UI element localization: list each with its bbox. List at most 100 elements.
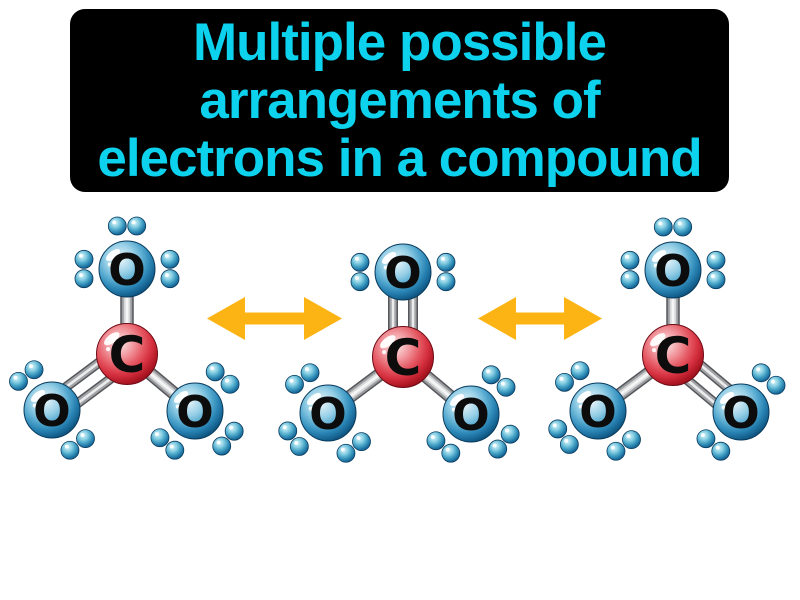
carbon-atom: C bbox=[372, 326, 434, 388]
electron-dot bbox=[711, 441, 731, 461]
sphere-highlight bbox=[381, 251, 397, 265]
oxygen-atom: O bbox=[442, 385, 500, 443]
atom-label: C bbox=[109, 326, 146, 384]
atom-label: O bbox=[654, 246, 691, 297]
sphere-highlight bbox=[306, 392, 322, 406]
electron-dot bbox=[289, 437, 309, 456]
oxygen-atom: O bbox=[166, 382, 224, 440]
electron-dot bbox=[60, 440, 80, 460]
electron-dot bbox=[350, 252, 370, 272]
electron-pair bbox=[336, 432, 371, 463]
electron-dot bbox=[300, 363, 320, 383]
electron-pair bbox=[481, 365, 516, 397]
electron-dot bbox=[220, 374, 240, 394]
electron-dot bbox=[496, 377, 516, 397]
electron-dot bbox=[706, 250, 726, 270]
electron-dot bbox=[570, 361, 590, 381]
electron-dot bbox=[205, 362, 225, 382]
electron-dot bbox=[706, 270, 726, 290]
electron-pair bbox=[488, 424, 520, 459]
oxygen-atom: O bbox=[569, 382, 627, 440]
electron-pair bbox=[548, 419, 579, 454]
atom-label: C bbox=[655, 327, 692, 385]
sphere-highlight bbox=[380, 335, 396, 349]
electron-dot bbox=[441, 443, 461, 463]
electron-pair bbox=[350, 252, 370, 292]
electron-dot bbox=[559, 435, 579, 454]
atom-label: O bbox=[722, 388, 759, 439]
electron-dot bbox=[766, 375, 786, 395]
electron-dot bbox=[653, 217, 673, 237]
electron-dot bbox=[488, 439, 508, 459]
oxygen-atom: O bbox=[23, 381, 81, 439]
electron-pair bbox=[653, 217, 693, 237]
electron-pair bbox=[160, 249, 180, 289]
sphere-highlight bbox=[576, 390, 592, 404]
electron-pair bbox=[555, 361, 590, 392]
electron-pair bbox=[74, 249, 94, 289]
electron-pair bbox=[212, 421, 244, 456]
electron-dot bbox=[696, 429, 716, 449]
atom-label: O bbox=[579, 387, 616, 438]
sphere-highlight bbox=[173, 390, 189, 404]
electron-pair bbox=[278, 421, 309, 456]
electron-dot bbox=[336, 443, 356, 463]
electron-dot bbox=[751, 363, 771, 383]
atom-label: O bbox=[108, 245, 145, 296]
carbon-atom: C bbox=[642, 324, 704, 386]
electron-pair bbox=[205, 362, 240, 394]
electron-dot bbox=[555, 372, 574, 392]
electron-dot bbox=[165, 440, 185, 460]
electron-dot bbox=[620, 250, 640, 270]
electron-dot bbox=[426, 431, 446, 451]
electron-dot bbox=[24, 360, 44, 380]
electron-pair bbox=[751, 363, 786, 395]
electron-pair bbox=[60, 429, 95, 460]
electron-dot bbox=[285, 374, 304, 394]
sphere-highlight bbox=[105, 248, 121, 262]
sphere-highlight bbox=[449, 393, 465, 407]
electron-dot bbox=[620, 270, 640, 290]
electron-dot bbox=[436, 272, 456, 292]
oxygen-atom: O bbox=[299, 384, 357, 442]
sphere-highlight bbox=[651, 249, 667, 263]
resonance-structure-2: O O O C bbox=[278, 243, 520, 463]
electron-pair bbox=[107, 216, 147, 236]
definition-line-3: electrons in a compound bbox=[97, 128, 702, 188]
electron-dot bbox=[74, 249, 94, 269]
electron-dot bbox=[481, 365, 501, 385]
electron-dot bbox=[350, 272, 370, 292]
atom-label: O bbox=[33, 386, 70, 437]
electron-dot bbox=[352, 432, 371, 452]
electron-pair bbox=[606, 430, 641, 461]
electron-dot bbox=[622, 430, 641, 450]
definition-line-1: Multiple possible bbox=[193, 12, 607, 72]
electron-dot bbox=[500, 424, 520, 444]
electron-dot bbox=[436, 252, 456, 272]
atom-label: O bbox=[176, 387, 213, 438]
resonance-arrow-1 bbox=[207, 297, 342, 340]
atom-label: O bbox=[309, 389, 346, 440]
electron-dot bbox=[9, 371, 28, 391]
sphere-highlight bbox=[104, 332, 120, 346]
atom-label: C bbox=[385, 329, 422, 387]
electron-pair bbox=[285, 363, 320, 394]
carbon-atom: C bbox=[96, 323, 158, 385]
definition-banner: Multiple possible arrangements of electr… bbox=[70, 9, 729, 192]
oxygen-atom: O bbox=[712, 383, 770, 441]
electron-dot bbox=[160, 269, 180, 289]
electron-dot bbox=[107, 216, 127, 236]
oxygen-atom: O bbox=[374, 243, 432, 301]
electron-pair bbox=[706, 250, 726, 290]
electron-dot bbox=[74, 269, 94, 289]
electron-dot bbox=[76, 429, 95, 449]
definition-line-2: arrangements of bbox=[199, 70, 600, 130]
electron-dot bbox=[278, 421, 298, 441]
electron-pair bbox=[696, 429, 731, 461]
electron-dot bbox=[127, 216, 147, 236]
resonance-structure-3: O O O C bbox=[548, 217, 786, 461]
electron-pair bbox=[426, 431, 461, 463]
electron-pair bbox=[620, 250, 640, 290]
electron-dot bbox=[548, 419, 568, 439]
